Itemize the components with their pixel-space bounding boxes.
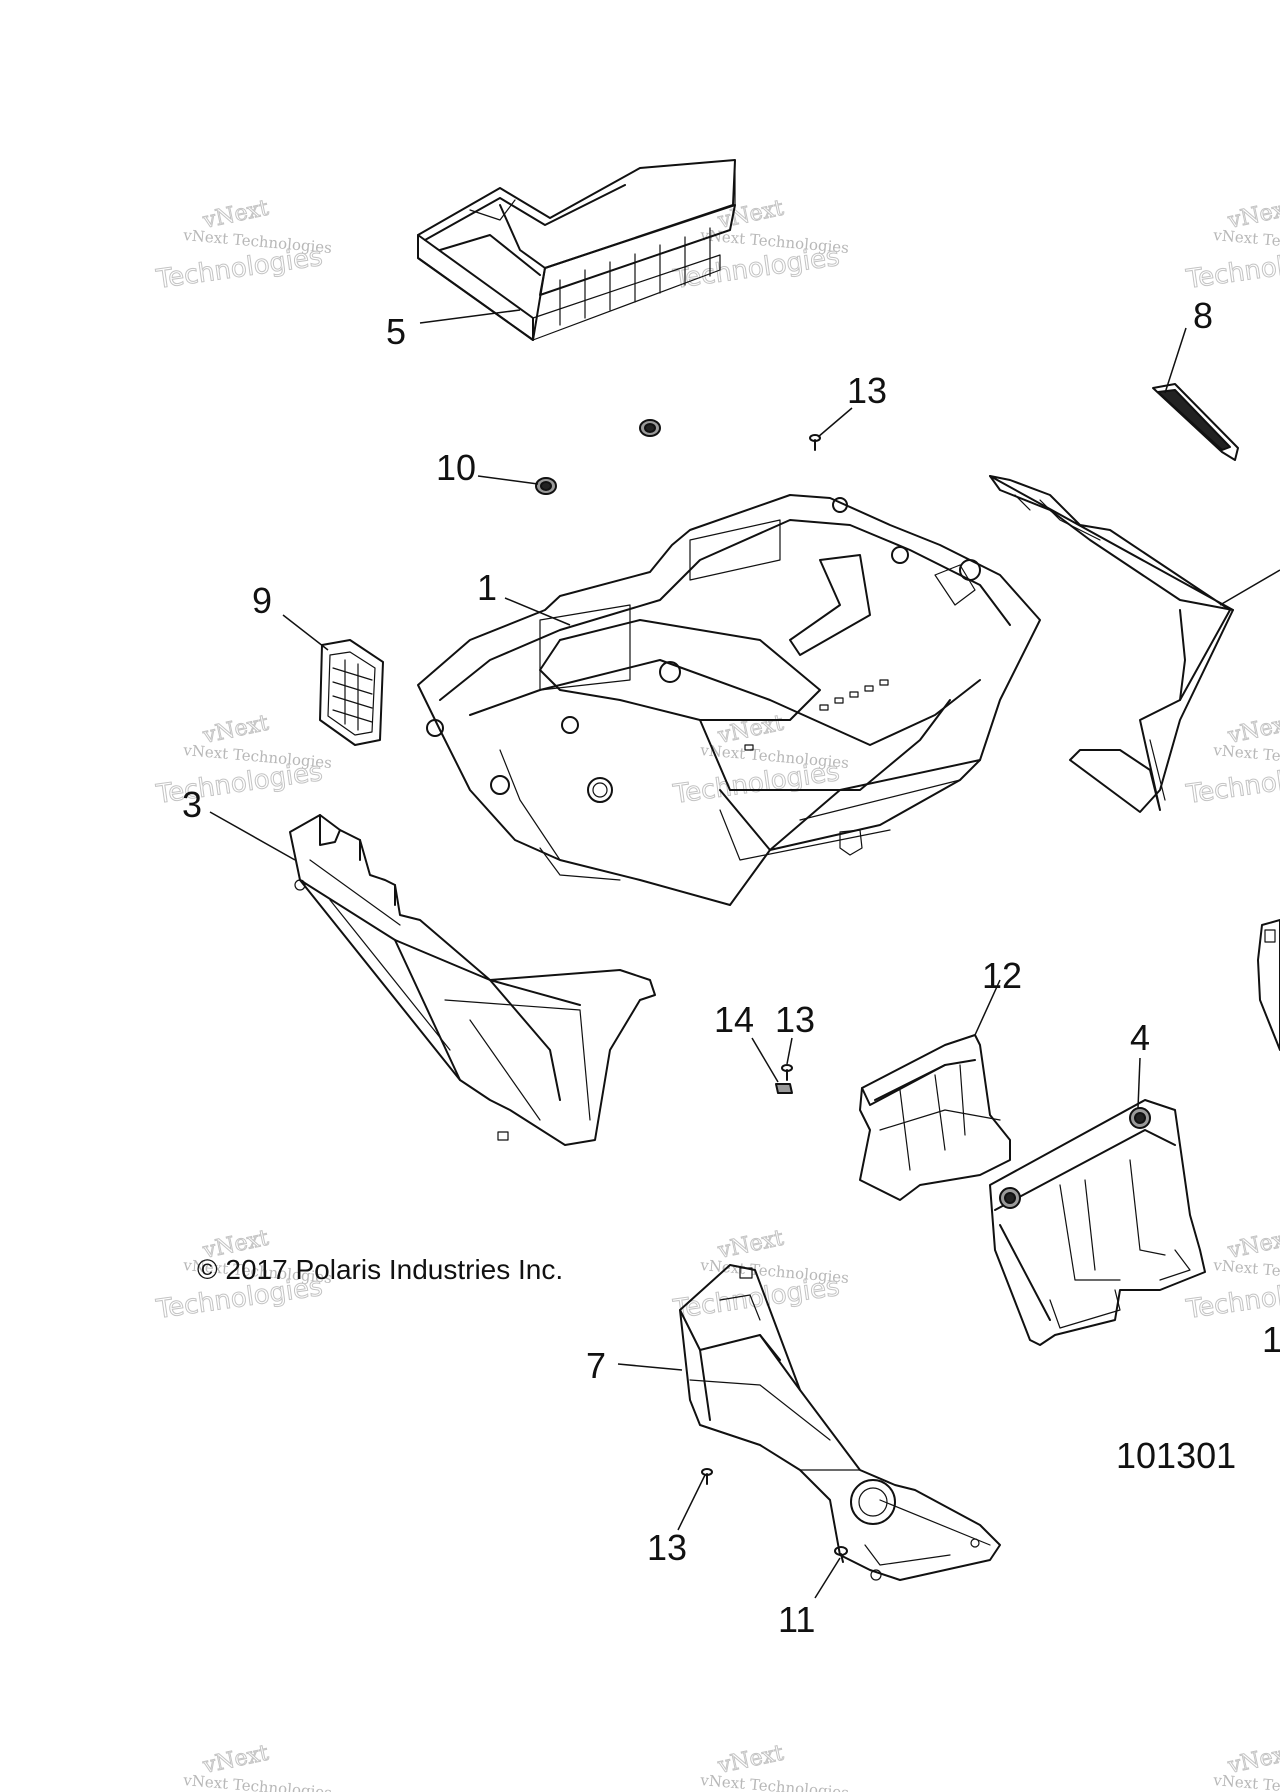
part-3-side-panel [289,814,656,1146]
part-8-bracket [1152,383,1239,461]
callout-12: 12 [982,955,1022,996]
part-13-screw-bottom [701,1468,713,1485]
callout-1: 1 [477,567,497,608]
watermark-line2: Technologies [671,242,842,295]
leader-3 [209,811,296,861]
leader-7 [617,1363,683,1371]
watermark-top-right: vNext vNext Technologies Technologies [1183,195,1280,295]
callout-13-bottom: 13 [647,1527,687,1568]
callout-5: 5 [386,311,406,352]
watermark-bottom-center: vNext vNext Technologies [699,1740,850,1792]
leader-13-top [817,407,853,438]
watermark-top-center: vNext vNext Technologies Technologies [670,195,849,295]
watermark-low-center: vNext vNext Technologies Technologies [670,1225,849,1325]
watermark-line1: vNext Technologies [699,1771,850,1792]
watermark-line2: Technologies [671,1272,842,1325]
watermark-line1: vNext Technologies [1212,1771,1280,1792]
leader-13-mid [786,1037,793,1065]
callout-7: 7 [586,1345,606,1386]
leader-8 [1164,327,1187,394]
callout-13-top: 13 [847,370,887,411]
part-9-vent-grille [319,639,384,746]
part-12-panel [859,1034,1011,1201]
watermark-mid-right: vNext vNext Technologies Technologies [1183,710,1280,810]
watermark-bottom-right: vNext vNext Technologies [1212,1740,1280,1792]
watermark-mid-left: vNext vNext Technologies Technologies [153,710,332,810]
leader-11 [814,1557,841,1599]
watermark-line2: Technologies [154,242,325,295]
callout-13-mid: 13 [775,999,815,1040]
watermark-mid-center: vNext vNext Technologies Technologies [670,710,849,810]
callout-11: 11 [778,1599,815,1640]
leader-10 [477,475,539,485]
part-right-edge-partial [1257,919,1280,1051]
leader-4 [1137,1057,1141,1109]
callout-8: 8 [1193,295,1213,336]
part-14-clip [775,1083,793,1094]
part-4-box-cover [989,1099,1206,1346]
callout-10: 10 [436,447,476,488]
leader-1 [504,597,571,626]
part-13-screw-mid [781,1064,793,1081]
watermark-line2: Technologies [1184,242,1280,295]
callout-14: 14 [714,999,754,1040]
part-1-main-body [417,494,1041,906]
watermark-line2: Technologies [1184,1272,1280,1325]
watermark-bottom-left: vNext vNext Technologies [182,1740,333,1792]
callout-edge-partial: 1 [1262,1319,1280,1360]
callout-4: 4 [1130,1017,1150,1058]
callout-3: 3 [182,784,202,825]
leader-5 [419,309,521,324]
leader-14 [751,1037,779,1083]
part-right-side-panel [989,475,1234,813]
part-7-lower-panel [679,1264,1001,1581]
part-10-grommet [535,477,557,495]
watermark-line2: Technologies [154,757,325,810]
watermark-top-left: vNext vNext Technologies Technologies [153,195,332,295]
copyright-text: © 2017 Polaris Industries Inc. [197,1254,563,1285]
part-13-screw-top [809,434,821,451]
leader-12 [974,979,1001,1036]
leader-13-bottom [677,1474,706,1531]
callout-9: 9 [252,580,272,621]
figure-number: 101301 [1116,1435,1236,1476]
leader-right-panel [1219,569,1280,606]
part-5-storage-tray [417,159,736,341]
watermark-line2: Technologies [1184,757,1280,810]
watermark-line2: Technologies [671,757,842,810]
watermark-line1: vNext Technologies [182,1771,333,1792]
part-10-grommet-2 [639,419,661,437]
leader-9 [282,614,329,651]
